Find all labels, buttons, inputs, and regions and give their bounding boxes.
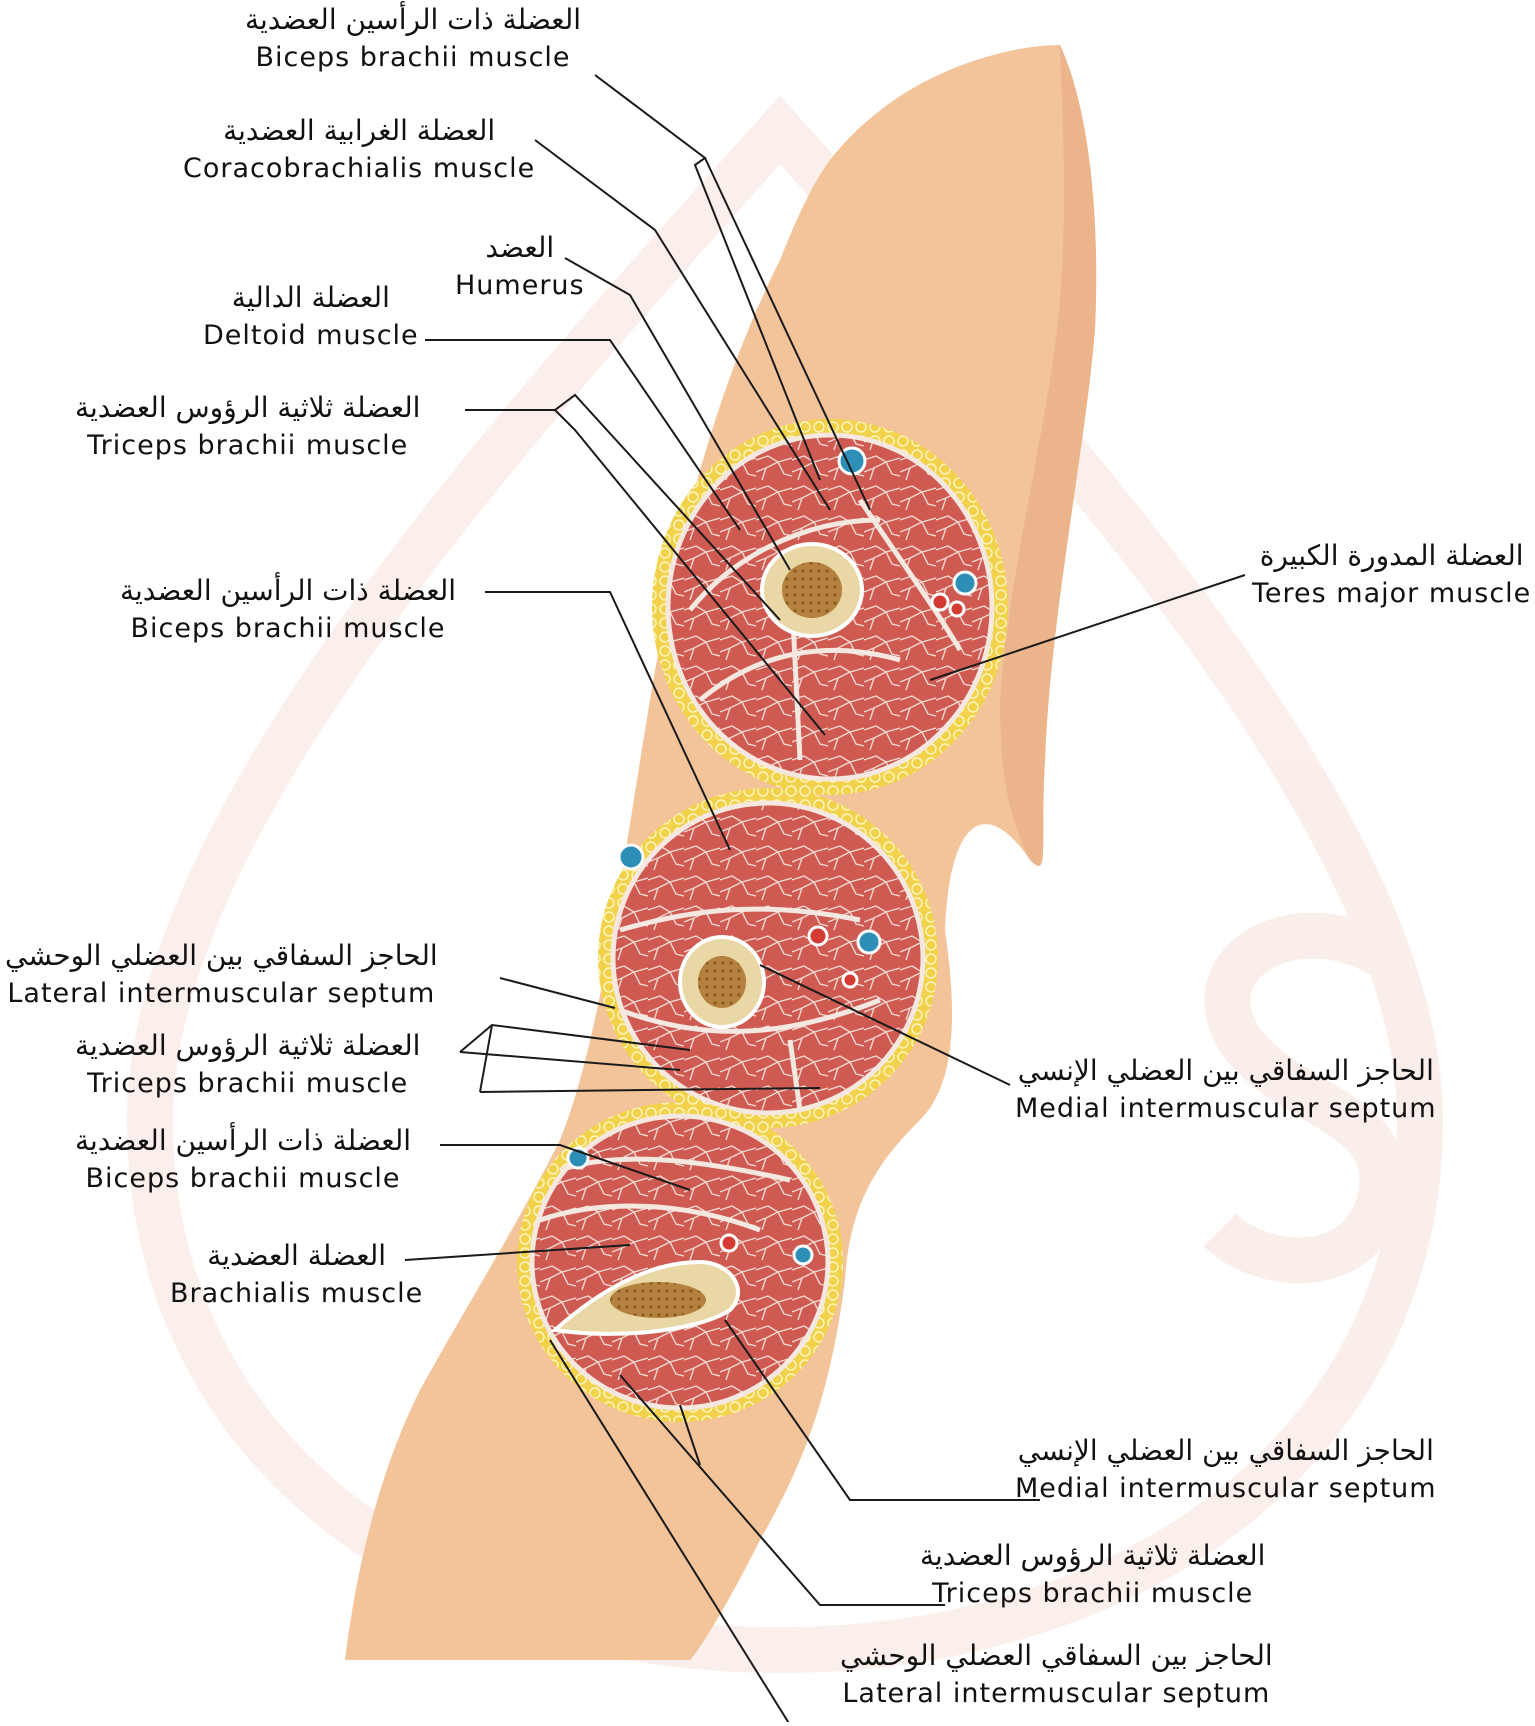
label-medial-septum-lower-ar: الحاجز السفاقي بين العضلي الإنسي (1015, 1435, 1437, 1467)
label-brachialis-en: Brachialis muscle (170, 1278, 423, 1309)
label-biceps-lower-ar: العضلة ذات الرأسين العضدية (75, 1125, 411, 1157)
marrow-middle (698, 956, 746, 1008)
label-biceps-top: العضلة ذات الرأسين العضدية Biceps brachi… (245, 4, 581, 73)
label-teres-major-ar: العضلة المدورة الكبيرة (1252, 540, 1531, 572)
label-coracobrachialis-en: Coracobrachialis muscle (183, 153, 535, 184)
vein-lower-2 (794, 1246, 812, 1264)
label-medial-septum-middle-ar: الحاجز السفاقي بين العضلي الإنسي (1015, 1055, 1437, 1087)
label-medial-septum-lower: الحاجز السفاقي بين العضلي الإنسي Medial … (1015, 1435, 1437, 1504)
label-brachialis: العضلة العضدية Brachialis muscle (170, 1240, 423, 1309)
label-lateral-septum-lower-ar: الحاجز بين السفاقي العضلي الوحشي (840, 1640, 1273, 1672)
marrow-lower (610, 1282, 706, 1318)
label-lateral-septum-middle-en: Lateral intermuscular septum (5, 978, 438, 1009)
label-humerus-en: Humerus (455, 270, 585, 301)
label-triceps-upper: العضلة ثلاثية الرؤوس العضدية Triceps bra… (75, 392, 420, 461)
label-teres-major: العضلة المدورة الكبيرة Teres major muscl… (1252, 540, 1531, 609)
label-triceps-middle-en: Triceps brachii muscle (75, 1068, 420, 1099)
label-biceps-lower-en: Biceps brachii muscle (75, 1163, 411, 1194)
muscle-middle (613, 803, 923, 1113)
label-medial-septum-middle-en: Medial intermuscular septum (1015, 1093, 1437, 1124)
label-triceps-lower: العضلة ثلاثية الرؤوس العضدية Triceps bra… (920, 1540, 1265, 1609)
vein-middle-1 (619, 845, 643, 869)
artery-middle-1 (809, 927, 827, 945)
artery-lower-1 (721, 1235, 737, 1251)
vein-middle-2 (858, 931, 880, 953)
label-triceps-middle-ar: العضلة ثلاثية الرؤوس العضدية (75, 1030, 420, 1062)
cross-section-lower (517, 1102, 843, 1422)
label-deltoid-ar: العضلة الدالية (203, 282, 419, 314)
label-biceps-top-en: Biceps brachii muscle (245, 42, 581, 73)
label-medial-septum-lower-en: Medial intermuscular septum (1015, 1473, 1437, 1504)
cross-section-middle (598, 788, 938, 1128)
label-deltoid: العضلة الدالية Deltoid muscle (203, 282, 419, 351)
marrow-upper (782, 562, 842, 618)
label-lateral-septum-middle: الحاجز السفاقي بين العضلي الوحشي Lateral… (5, 940, 438, 1009)
artery-middle-2 (843, 973, 857, 987)
label-triceps-upper-ar: العضلة ثلاثية الرؤوس العضدية (75, 392, 420, 424)
label-biceps-middle-en: Biceps brachii muscle (120, 613, 456, 644)
label-triceps-upper-en: Triceps brachii muscle (75, 430, 420, 461)
label-biceps-middle: العضلة ذات الرأسين العضدية Biceps brachi… (120, 575, 456, 644)
vein-upper-2 (954, 572, 976, 594)
label-triceps-middle: العضلة ثلاثية الرؤوس العضدية Triceps bra… (75, 1030, 420, 1099)
cross-section-upper (652, 419, 1008, 795)
label-lateral-septum-lower-en: Lateral intermuscular septum (840, 1678, 1273, 1709)
label-humerus: العضد Humerus (455, 232, 585, 301)
label-triceps-lower-ar: العضلة ثلاثية الرؤوس العضدية (920, 1540, 1265, 1572)
label-biceps-middle-ar: العضلة ذات الرأسين العضدية (120, 575, 456, 607)
label-lateral-septum-lower: الحاجز بين السفاقي العضلي الوحشي Lateral… (840, 1640, 1273, 1709)
label-biceps-top-ar: العضلة ذات الرأسين العضدية (245, 4, 581, 36)
label-medial-septum-middle: الحاجز السفاقي بين العضلي الإنسي Medial … (1015, 1055, 1437, 1124)
label-triceps-lower-en: Triceps brachii muscle (920, 1578, 1265, 1609)
label-coracobrachialis-ar: العضلة الغرابية العضدية (183, 115, 535, 147)
artery-upper-2 (950, 602, 964, 616)
artery-upper-1 (932, 594, 948, 610)
label-teres-major-en: Teres major muscle (1252, 578, 1531, 609)
label-humerus-ar: العضد (455, 232, 585, 264)
leader-triceps-middle-4 (480, 1025, 492, 1092)
label-coracobrachialis: العضلة الغرابية العضدية Coracobrachialis… (183, 115, 535, 184)
label-deltoid-en: Deltoid muscle (203, 320, 419, 351)
label-brachialis-ar: العضلة العضدية (170, 1240, 423, 1272)
label-biceps-lower: العضلة ذات الرأسين العضدية Biceps brachi… (75, 1125, 411, 1194)
leader-lateral-septum-middle (500, 978, 615, 1008)
label-lateral-septum-middle-ar: الحاجز السفاقي بين العضلي الوحشي (5, 940, 438, 972)
